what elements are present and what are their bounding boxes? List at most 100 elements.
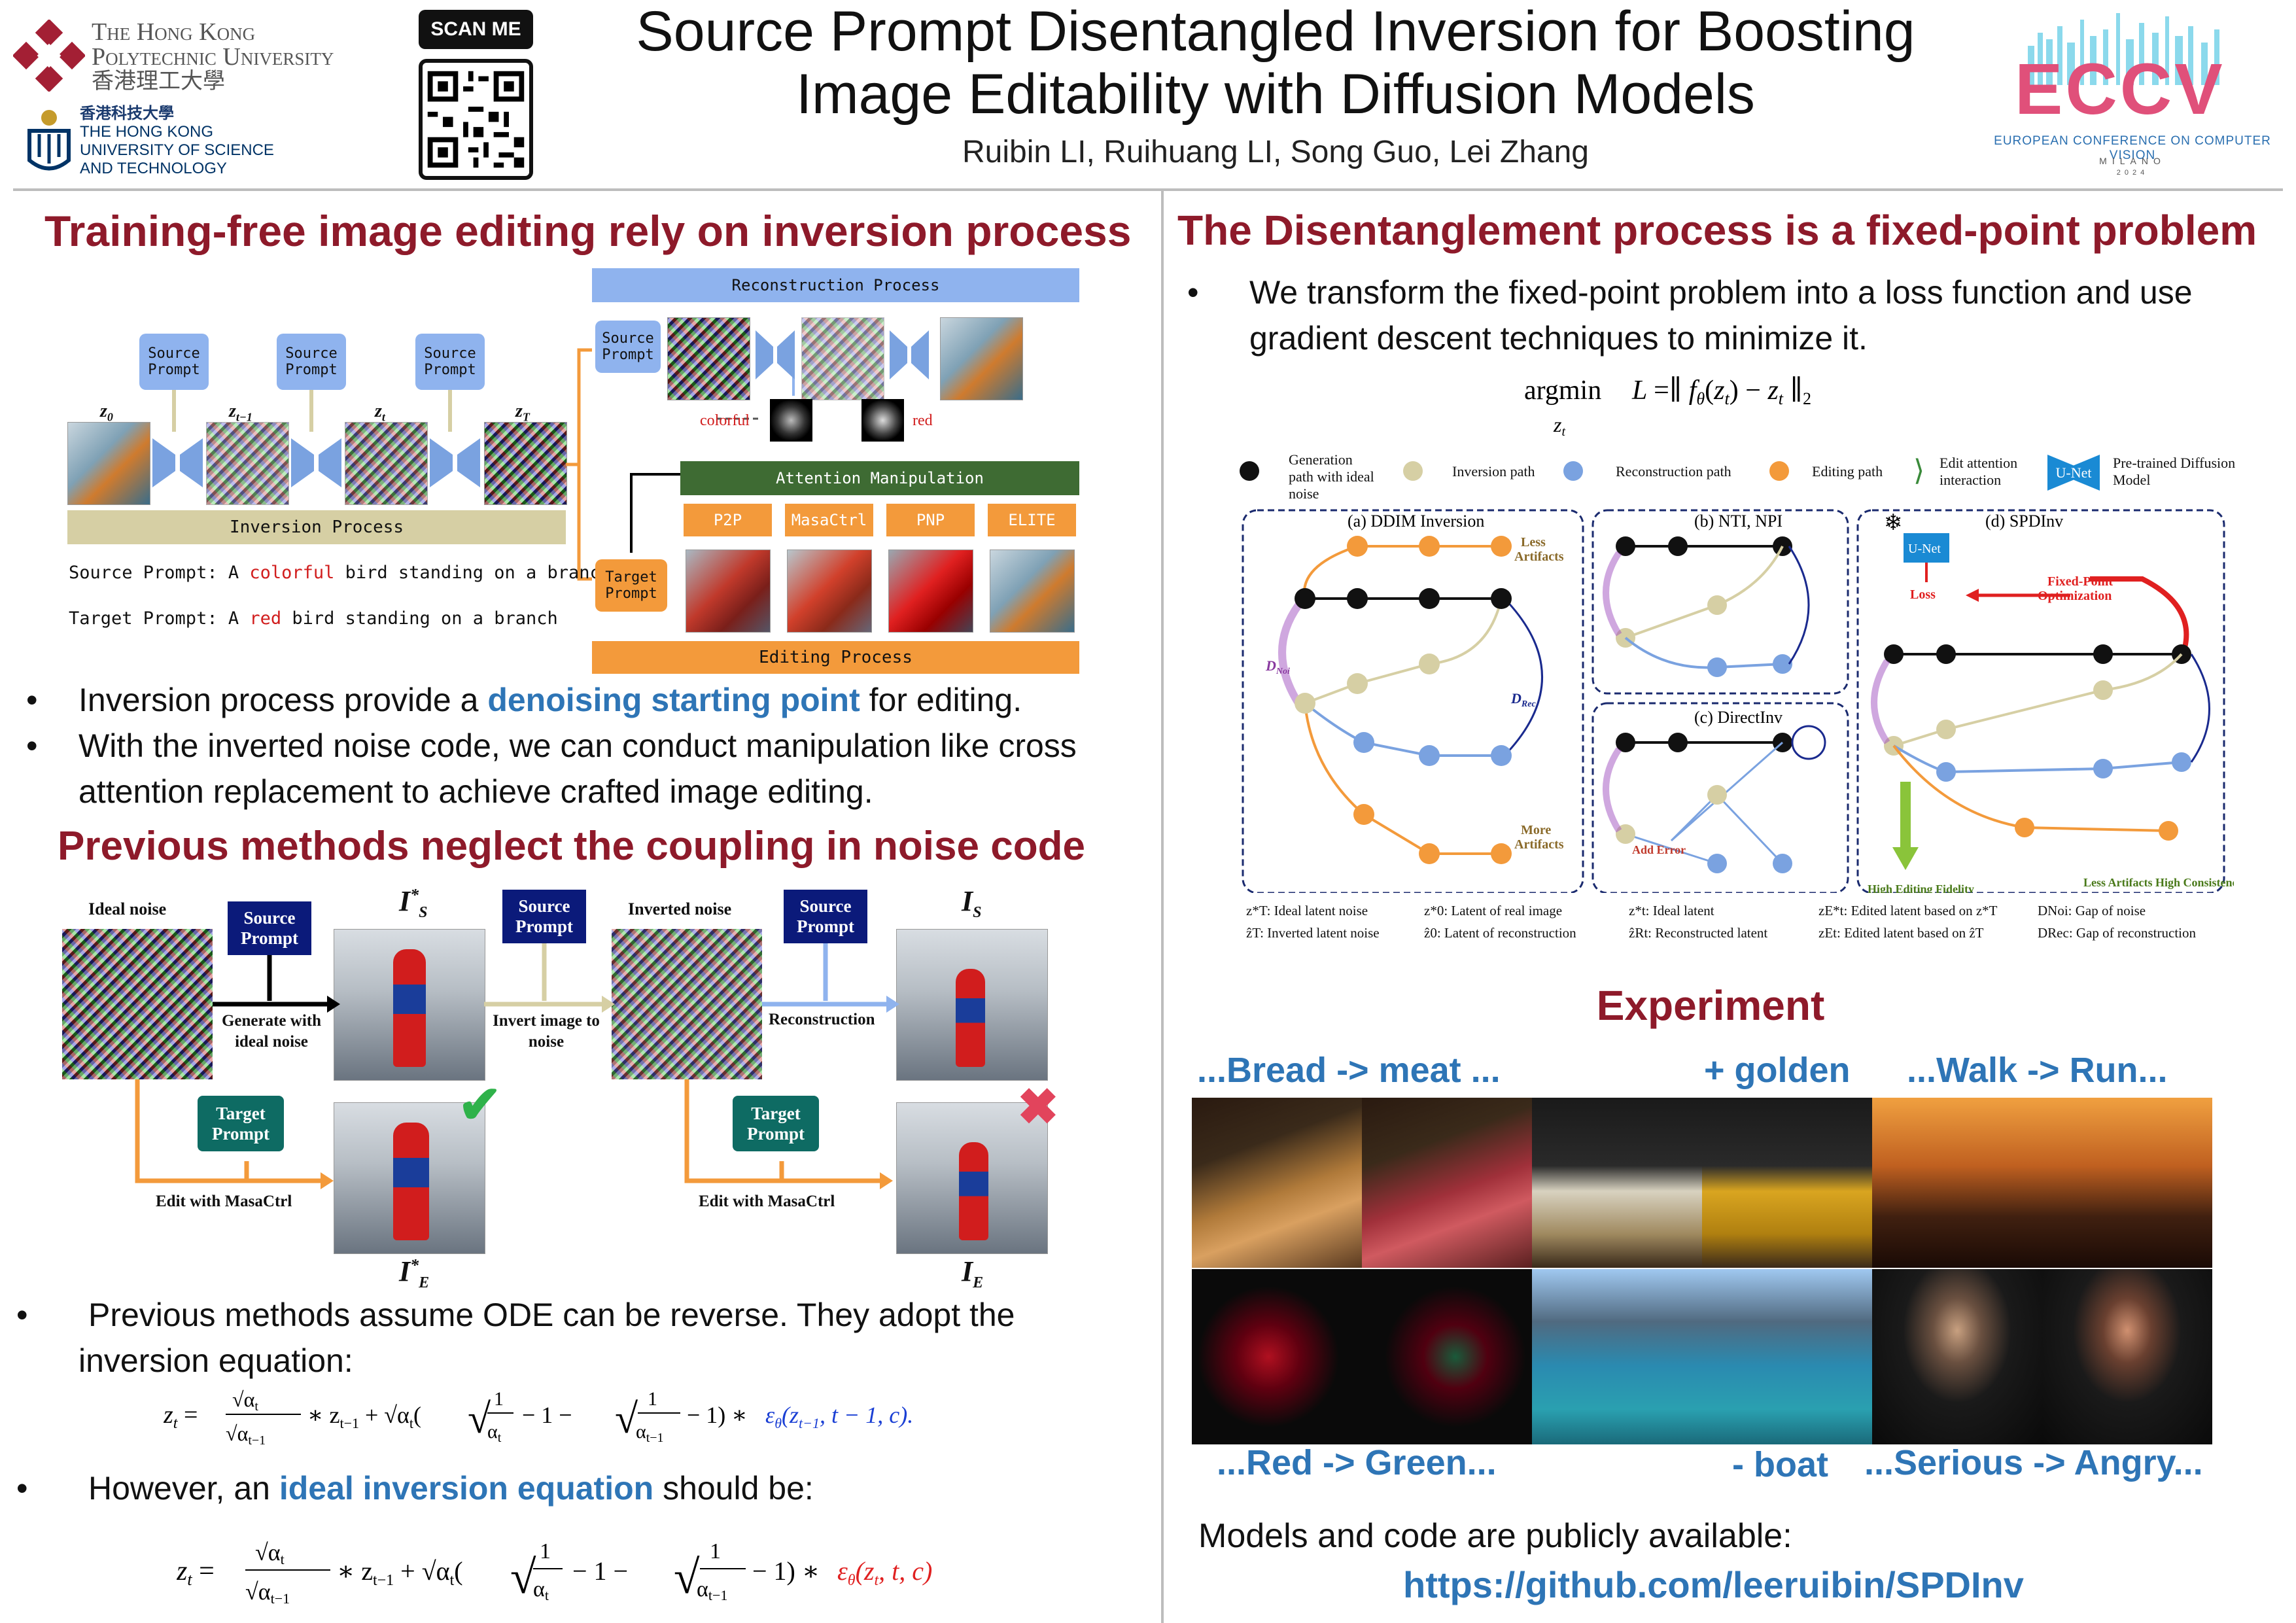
svg-text:1: 1 bbox=[494, 1388, 504, 1410]
note-drec: DRec: Gap of reconstruction bbox=[2038, 925, 2197, 941]
polyu-name-line2: Polytechnic University bbox=[92, 43, 334, 71]
eccv-skyline-icon bbox=[2028, 13, 2219, 85]
hkust-line2: UNIVERSITY OF SCIENCE bbox=[80, 141, 274, 159]
legend-edit-dot bbox=[1769, 461, 1789, 481]
bullet-fixed-point: • We transform the fixed-point problem i… bbox=[1187, 270, 2283, 361]
spiderman-edit-good-figure bbox=[393, 1123, 429, 1240]
spiderman-edit-bad-image bbox=[896, 1102, 1048, 1254]
note-zE-inverted: zEt: Edited latent based on ẑT bbox=[1818, 925, 1984, 941]
section1-title: Training-free image editing rely on inve… bbox=[44, 207, 1132, 255]
method-p2p: P2P bbox=[684, 504, 772, 536]
svg-text:Less: Less bbox=[1521, 535, 1546, 550]
github-link[interactable]: https://github.com/leeruibin/SPDInv bbox=[1403, 1564, 2024, 1605]
svg-text:zt: zt bbox=[1553, 413, 1565, 438]
figure-inversion-editing: Reconstruction Process Source Prompt Sou… bbox=[62, 265, 1083, 674]
svg-text:Less Artifacts High Consistenc: Less Artifacts High Consistency bbox=[2083, 876, 2234, 889]
note-zE-ideal: zE*t: Edited latent based on z*T bbox=[1818, 903, 1998, 918]
label-ideal-noise: Ideal noise bbox=[88, 899, 167, 918]
exp-label-bread: ...Bread -> meat ... bbox=[1197, 1051, 1501, 1090]
polyu-logo bbox=[12, 18, 86, 93]
source-prompt-box-3: Source Prompt bbox=[415, 334, 485, 390]
svg-text:L =∥ fθ(zt) − zt ∥2: L =∥ fθ(zt) − zt ∥2 bbox=[1631, 375, 1811, 408]
svg-text:(c) DirectInv: (c) DirectInv bbox=[1694, 708, 1783, 727]
ideal-noise-image bbox=[62, 929, 213, 1079]
label-ie-star: I*E bbox=[399, 1255, 430, 1291]
source-prompt-box-a: Source Prompt bbox=[228, 901, 311, 955]
label-edit-masactrl-a: Edit with MasaCtrl bbox=[156, 1193, 292, 1210]
scan-me-badge: SCAN ME bbox=[419, 10, 533, 49]
exp-bread-source bbox=[1192, 1098, 1362, 1268]
title-line2: Image Editability with Diffusion Models bbox=[796, 63, 1755, 126]
exp-lipstick-green bbox=[1362, 1269, 1532, 1444]
recon-output-image bbox=[940, 317, 1023, 400]
bullet-dot-5: • bbox=[1187, 274, 1199, 311]
note-dnoi: DNoi: Gap of noise bbox=[2038, 903, 2146, 918]
method-elite: ELITE bbox=[988, 504, 1076, 536]
svg-text:High Editing Fidelity: High Editing Fidelity bbox=[1868, 882, 1974, 893]
svg-text:(d) SPDInv: (d) SPDInv bbox=[1985, 512, 2063, 531]
polyu-name: The Hong Kong Polytechnic University 香港理… bbox=[92, 20, 334, 94]
legend-inv-dot bbox=[1403, 461, 1423, 481]
exp-man-serious bbox=[1872, 1269, 2042, 1444]
method-pnp: PNP bbox=[886, 504, 975, 536]
label-z0: z0 bbox=[100, 401, 113, 424]
svg-text:αt−1: αt−1 bbox=[697, 1577, 727, 1603]
unet-block-1-icon bbox=[152, 438, 203, 487]
figure2-arrows bbox=[135, 943, 899, 1189]
bullet-dot-3: • bbox=[16, 1297, 28, 1333]
label-generate: Generate with ideal noise bbox=[221, 1012, 322, 1051]
exp-man-angry bbox=[2042, 1269, 2212, 1444]
exp-label-boat: - boat bbox=[1732, 1445, 1828, 1484]
svg-text:(a) DDIM Inversion: (a) DDIM Inversion bbox=[1348, 512, 1484, 531]
svg-text:Loss: Loss bbox=[1910, 587, 1936, 602]
svg-text:zt =: zt = bbox=[177, 1556, 215, 1589]
spiderman-edit-good-image bbox=[334, 1102, 485, 1254]
reconstruction-process-bar: Reconstruction Process bbox=[592, 268, 1079, 302]
svg-text:∗ zt−1 + √αt(: ∗ zt−1 + √αt( bbox=[337, 1556, 463, 1589]
authors: Ruibin LI, Ruihuang LI, Song Guo, Lei Zh… bbox=[962, 135, 1589, 169]
svg-text:❄: ❄ bbox=[1884, 511, 1903, 535]
disentangle-diagram-svg: (a) DDIM Inversion (b) NTI, NPI (c) Dire… bbox=[1242, 509, 2244, 896]
recon-noise-image bbox=[667, 317, 750, 400]
check-icon: ✔ bbox=[458, 1077, 502, 1134]
svg-text:√αt: √αt bbox=[255, 1539, 285, 1567]
bullet-dot-1: • bbox=[26, 682, 38, 718]
section2-title: Previous methods neglect the coupling in… bbox=[58, 824, 1085, 869]
label-zt-1: zt−1 bbox=[229, 401, 252, 424]
svg-text:∗ zt−1 + √αt(: ∗ zt−1 + √αt( bbox=[307, 1402, 421, 1431]
svg-text:More: More bbox=[1521, 823, 1551, 837]
svg-text:Artifacts: Artifacts bbox=[1514, 837, 1564, 852]
hkust-name: 香港科技大學 THE HONG KONG UNIVERSITY OF SCIEN… bbox=[80, 105, 274, 178]
qr-code-icon bbox=[423, 66, 529, 173]
label-zT: zT bbox=[515, 401, 530, 424]
eccv-year: 2024 bbox=[2116, 169, 2149, 177]
recon-unet-1-icon bbox=[756, 330, 795, 379]
experiment-title: Experiment bbox=[1596, 982, 1825, 1029]
noise-image-zT bbox=[484, 422, 567, 505]
polyu-chinese: 香港理工大學 bbox=[92, 69, 225, 94]
label-ie: IE bbox=[962, 1255, 984, 1291]
svg-text:1: 1 bbox=[710, 1539, 721, 1563]
svg-text:√: √ bbox=[468, 1395, 491, 1442]
edited-bird-elite bbox=[990, 550, 1075, 633]
svg-text:− 1) ∗: − 1) ∗ bbox=[752, 1556, 820, 1586]
attn-word-red: red bbox=[913, 412, 933, 429]
exp-dog-golden bbox=[1702, 1098, 1872, 1268]
diagram-legend: Generation path with ideal noise Inversi… bbox=[1236, 451, 2270, 502]
svg-text:√αt: √αt bbox=[232, 1387, 258, 1414]
svg-text:εθ(zt, t, c): εθ(zt, t, c) bbox=[837, 1556, 932, 1589]
method-masactrl: MasaCtrl bbox=[785, 504, 873, 536]
exp-label-golden: + golden bbox=[1704, 1051, 1851, 1090]
svg-text:− 1 −: − 1 − bbox=[522, 1402, 572, 1428]
legend-rec-text: Reconstruction path bbox=[1616, 463, 1731, 480]
equation-argmin: argmin zt L =∥ fθ(zt) − zt ∥2 bbox=[1524, 373, 1982, 439]
spiderman-ideal-image bbox=[334, 929, 485, 1081]
qr-code[interactable] bbox=[419, 59, 533, 180]
edited-bird-pnp bbox=[888, 550, 973, 633]
label-reconstruction: Reconstruction bbox=[769, 1011, 875, 1028]
bird-image-zt-1 bbox=[206, 422, 289, 505]
source-prompt-box-2: Source Prompt bbox=[277, 334, 346, 390]
target-prompt-box-b: Target Prompt bbox=[733, 1096, 819, 1151]
